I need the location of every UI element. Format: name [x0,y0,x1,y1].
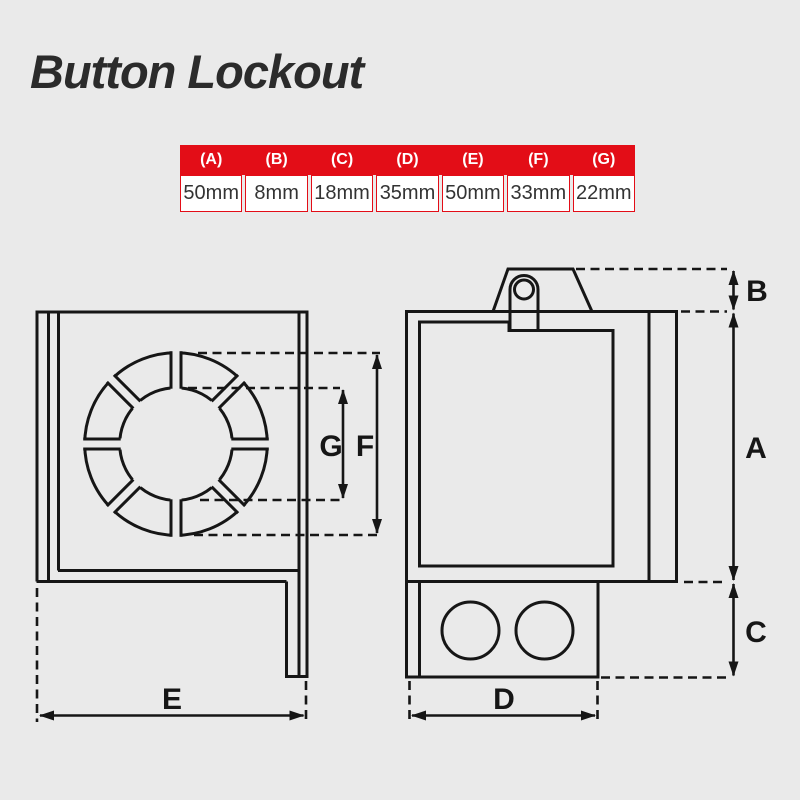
dimension-table-value-cell: 50mm [441,175,505,212]
dimension-table-value-cell: 50mm [180,175,243,212]
eyelet-hole [513,278,535,301]
cable-gland-left [440,600,501,661]
dimension-table-header-cell: (D) [376,145,439,175]
front-view-drawing: G F E [35,310,382,722]
front-panel-outline [35,310,309,677]
dimension-table-header-cell: (F) [507,145,570,175]
dimension-table-value-cell: 8mm [245,175,308,212]
terminal-box-outline [405,581,600,679]
body-outline [405,310,678,583]
dimension-table-header: (A) (B) (C) (D) (E) (F) (G) [180,145,635,175]
dimension-table-header-cell: (C) [310,145,374,175]
hanging-tab [491,267,594,313]
dimension-table-value-cell: 35mm [376,175,439,212]
hanging-tab-eyelet-boss [508,274,540,331]
fan-grille-ring [77,345,275,543]
page-title: Button Lockout [30,45,364,98]
dimension-table-values: 50mm 8mm 18mm 35mm 50mm 33mm 22mm [180,175,635,212]
dimension-label-b: B [746,275,768,308]
body-inner-panel [418,320,615,568]
dimension-table: (A) (B) (C) (D) (E) (F) (G) 50mm 8mm 18m… [180,145,635,212]
dimension-label-e: E [162,683,182,716]
dimension-label-d: D [493,683,515,716]
dimension-label-c: C [745,616,767,649]
dimension-table-value-cell: 22mm [572,175,635,212]
side-view-drawing: B A C D [405,267,768,721]
dimension-table-header-cell: (G) [572,145,635,175]
dimension-table-header-cell: (A) [180,145,243,175]
dimension-table-header-cell: (B) [245,145,308,175]
dimension-table-value-cell: 33mm [507,175,570,212]
dimension-label-f: F [356,430,374,463]
dimension-table-value-cell: 18mm [310,175,374,212]
dimension-label-a: A [745,432,767,465]
dimension-table-header-cell: (E) [441,145,505,175]
dimension-label-g: G [319,430,342,463]
cable-gland-right [514,600,575,661]
